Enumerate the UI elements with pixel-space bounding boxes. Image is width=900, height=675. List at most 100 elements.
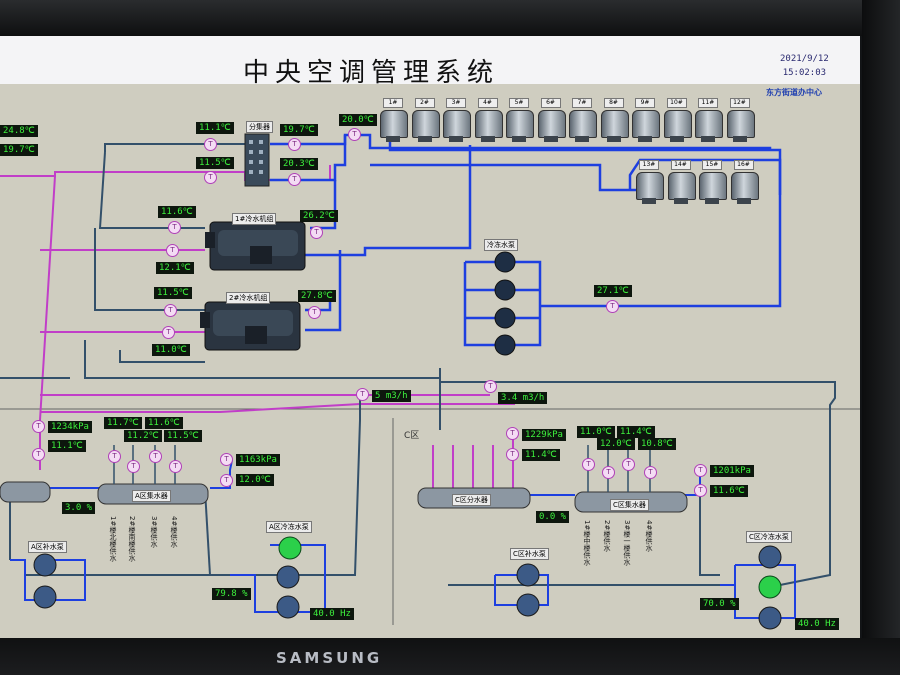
cooling-tower-body (636, 172, 664, 200)
c-branch-temp-4: 10.8℃ (638, 438, 676, 450)
thermometer-icon[interactable]: T (127, 460, 140, 473)
thermometer-icon[interactable]: T (164, 304, 177, 317)
thermometer-icon[interactable]: T (356, 388, 369, 401)
thermometer-icon[interactable]: T (288, 173, 301, 186)
cooling-tower[interactable]: 1# (380, 98, 408, 142)
thermometer-icon[interactable]: T (220, 453, 233, 466)
cooling-tower[interactable]: 16# (730, 160, 759, 204)
thermometer-icon[interactable]: T (606, 300, 619, 313)
cooling-tower-body (699, 172, 727, 200)
time-text: 15:02:03 (782, 68, 827, 78)
thermometer-icon[interactable]: T (166, 244, 179, 257)
thermometer-icon[interactable]: T (32, 420, 45, 433)
thermometer-icon[interactable]: T (149, 450, 162, 463)
chilled-pumps-label: 冷冻水泵 (484, 239, 518, 251)
cooling-tower-base (606, 136, 621, 142)
a-return-pressure: 1163kPa (236, 454, 280, 466)
thermometer-icon[interactable]: T (694, 484, 707, 497)
c-pump-valve-opening: 70.0 % (700, 598, 739, 610)
thermometer-icon[interactable]: T (582, 458, 595, 471)
cooling-tower[interactable]: 11# (695, 98, 723, 142)
separator-unit (244, 133, 270, 187)
a-cooling-label: A区冷冻水泵 (266, 521, 312, 533)
monitor-brand-logo: SAMSUNG (276, 649, 383, 667)
thermometer-icon[interactable]: T (168, 221, 181, 234)
cooling-tower[interactable]: 7# (569, 98, 597, 142)
cooling-tower[interactable]: 13# (636, 160, 664, 204)
cooling-tower-label: 10# (666, 98, 687, 108)
c-branch-label-2: 2#楼供水 (603, 520, 611, 552)
thermometer-icon[interactable]: T (169, 460, 182, 473)
separator-in-temp-2: 11.5℃ (196, 157, 234, 169)
c-return-temp: 11.6℃ (710, 485, 748, 497)
cooling-tower[interactable]: 14# (667, 160, 696, 204)
thermometer-icon[interactable]: T (694, 464, 707, 477)
zone-headers (0, 481, 688, 513)
thermometer-icon[interactable]: T (348, 128, 361, 141)
chiller-1-condenser-temp: 26.2℃ (300, 210, 338, 222)
thermometer-icon[interactable]: T (506, 427, 519, 440)
c-valve-opening: 0.0 % (536, 511, 570, 523)
cooling-tower-label: 6# (540, 98, 561, 108)
c-branch-temp-2: 12.0℃ (597, 438, 635, 450)
thermometer-icon[interactable]: T (310, 226, 323, 239)
cooling-tower-body (411, 110, 440, 138)
cooling-tower[interactable]: 12# (726, 98, 755, 142)
cooling-tower[interactable]: 3# (443, 98, 471, 142)
thermometer-icon[interactable]: T (288, 138, 301, 151)
thermometer-icon[interactable]: T (622, 458, 635, 471)
cooling-tower-body (380, 110, 408, 138)
zone-pumps (33, 545, 782, 630)
cooling-tower[interactable]: 4# (474, 98, 503, 142)
pipe-diagram (0, 133, 860, 630)
cooling-tower[interactable]: 8# (600, 98, 629, 142)
cooling-tower[interactable]: 2# (411, 98, 440, 142)
cooling-tower-label: 13# (639, 160, 659, 170)
cooling-tower-body (695, 110, 723, 138)
thermometer-icon[interactable]: T (32, 448, 45, 461)
a-branch-label-2: 2#楼南楼供水 (128, 516, 136, 562)
thermometer-icon[interactable]: T (204, 138, 217, 151)
cooling-tower-body (474, 110, 503, 138)
thermometer-icon[interactable]: T (644, 466, 657, 479)
cooling-tower-base (673, 198, 688, 204)
cooling-tower[interactable]: 15# (699, 160, 727, 204)
cooling-tower-label: 16# (733, 160, 754, 170)
chiller-2-unit (200, 301, 301, 351)
a-branch-temp-1: 11.7℃ (104, 417, 142, 429)
thermometer-icon[interactable]: T (506, 448, 519, 461)
a-return-temp: 12.0℃ (236, 474, 274, 486)
chiller-2-inlet-temp: 11.5℃ (154, 287, 192, 299)
cooling-tower-label: 4# (477, 98, 498, 108)
cooling-tower-base (417, 136, 432, 142)
cooling-tower-body (600, 110, 629, 138)
cooling-tower-body (443, 110, 471, 138)
c-branch-label-3: 3#楼一楼供水 (623, 520, 631, 566)
cooling-tower[interactable]: 10# (663, 98, 692, 142)
a-branch-label-1: 1#楼北楼供水 (109, 516, 117, 562)
thermometer-icon[interactable]: T (108, 450, 121, 463)
zone-frames (0, 408, 860, 625)
cooling-tower[interactable]: 5# (506, 98, 534, 142)
cooling-tower[interactable]: 6# (537, 98, 566, 142)
a-pump-frequency: 40.0 Hz (310, 608, 354, 620)
thermometer-icon[interactable]: T (602, 466, 615, 479)
thermometer-icon[interactable]: T (162, 326, 175, 339)
a-branch-label-3: 3#楼供水 (150, 516, 158, 548)
thermometer-icon[interactable]: T (220, 474, 233, 487)
monitor-bezel-top (0, 0, 900, 36)
thermometer-icon[interactable]: T (308, 306, 321, 319)
c-collector-label: C区集水器 (610, 499, 649, 511)
separator-out-temp-1: 19.7℃ (280, 124, 318, 136)
cooling-tower-body (667, 172, 696, 200)
thermometer-icon[interactable]: T (484, 380, 497, 393)
cooling-tower-label: 5# (509, 98, 529, 108)
separator-out-temp-2: 20.3℃ (280, 158, 318, 170)
thermometer-icon[interactable]: T (204, 171, 217, 184)
cooling-tower-base (638, 136, 652, 142)
chiller-2-outlet-temp: 11.0℃ (152, 344, 190, 356)
c-pump-frequency: 40.0 Hz (795, 618, 839, 630)
c-makeup-label: C区补水泵 (510, 548, 549, 560)
cooling-tower-base (705, 198, 719, 204)
cooling-tower[interactable]: 9# (632, 98, 660, 142)
